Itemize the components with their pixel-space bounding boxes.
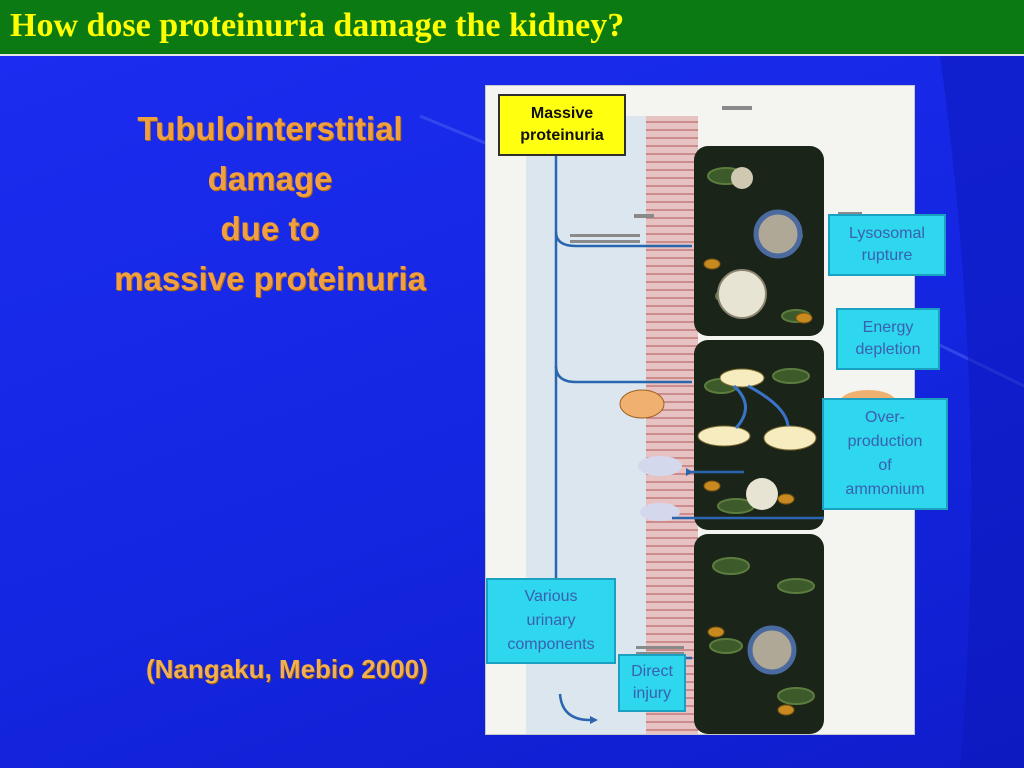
energy-depletion-label: Energy depletion (836, 308, 940, 370)
overproduction-ammonium-label: Over- production of ammonium (822, 398, 948, 510)
various-urinary-components-label: Various urinary components (486, 578, 616, 664)
lysosomal-rupture-line-2: rupture (861, 247, 913, 264)
direct-injury-label: Direct injury (618, 654, 686, 712)
overproduction-line-4: ammonium (845, 481, 925, 498)
direct-injury-line-2: injury (632, 685, 672, 702)
urinary-components-line-3: components (507, 636, 595, 653)
figure-heading: Tubulointerstitial damage due to massive… (60, 104, 480, 304)
brush-border (646, 116, 698, 734)
energy-depletion-line-1: Energy (862, 319, 914, 336)
massive-proteinuria-label: Massive proteinuria (498, 94, 626, 156)
heading-line-4: massive proteinuria (114, 260, 426, 297)
heading-line-3: due to (220, 210, 320, 247)
slide-title: How dose proteinuria damage the kidney? (10, 7, 625, 44)
kidney-tubule-figure: Massive proteinuria Lysosomal rupture En… (486, 86, 948, 734)
citation: (Nangaku, Mebio 2000) (146, 654, 428, 684)
energy-depletion-line-2: depletion (855, 341, 921, 358)
slide-body: Tubulointerstitial damage due to massive… (0, 56, 1024, 768)
heading-line-2: damage (207, 160, 333, 197)
title-bar: How dose proteinuria damage the kidney? (0, 0, 1024, 56)
direct-injury-line-1: Direct (631, 663, 673, 680)
overproduction-line-2: production (847, 433, 923, 450)
lysosomal-rupture-line-1: Lysosomal (849, 225, 925, 242)
lysosomal-rupture-label: Lysosomal rupture (828, 214, 946, 276)
heading-line-1: Tubulointerstitial (137, 110, 403, 147)
massive-proteinuria-line-2: proteinuria (520, 127, 604, 144)
overproduction-line-1: Over- (865, 409, 905, 426)
lysosome (753, 209, 803, 259)
massive-proteinuria-line-1: Massive (530, 105, 594, 122)
overproduction-line-3: of (878, 457, 892, 474)
urinary-components-line-2: urinary (526, 612, 576, 629)
urinary-components-line-1: Various (524, 588, 578, 605)
